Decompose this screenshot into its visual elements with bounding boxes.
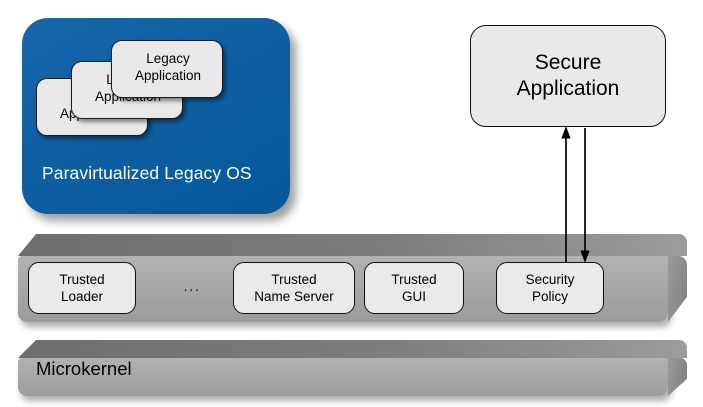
legacy-application-label: Legacy Application	[134, 51, 202, 83]
microkernel-slab	[18, 340, 687, 396]
slab-top-face	[18, 340, 687, 358]
legacy-application-card-front: Legacy Application	[111, 40, 223, 98]
slab-top-face	[18, 234, 687, 256]
secure-application-box: Secure Application	[470, 25, 666, 127]
slab-front-face	[18, 358, 668, 396]
trusted-service-label: Security Policy	[525, 272, 575, 304]
legacy-os-label: Paravirtualized Legacy OS	[42, 163, 252, 183]
trusted-service-label: Trusted Loader	[59, 272, 105, 304]
trusted-services-ellipsis: ...	[183, 278, 201, 295]
trusted-service-box-security-policy[interactable]: Security Policy	[496, 262, 604, 314]
secure-application-label: Secure Application	[516, 51, 620, 100]
slab-side-face	[668, 256, 687, 322]
trusted-service-box-trusted-name-server[interactable]: Trusted Name Server	[233, 262, 355, 314]
trusted-service-label: Trusted GUI	[391, 272, 437, 304]
trusted-service-box-trusted-loader[interactable]: Trusted Loader	[28, 262, 136, 314]
trusted-service-label: Trusted Name Server	[254, 272, 334, 304]
slab-side-face	[668, 358, 687, 396]
trusted-service-box-trusted-gui[interactable]: Trusted GUI	[364, 262, 464, 314]
microkernel-label: Microkernel	[36, 358, 132, 379]
